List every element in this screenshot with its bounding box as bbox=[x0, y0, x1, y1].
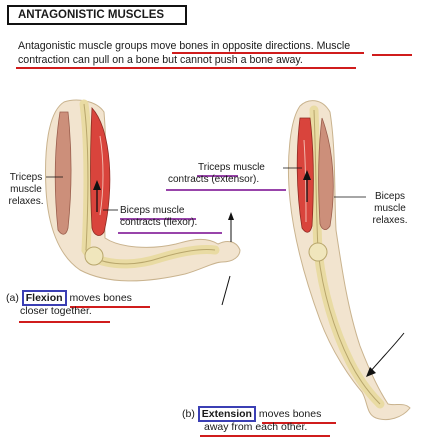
triceps-fiber-b bbox=[303, 139, 307, 223]
biceps-contracts-label-a: Biceps muscle contracts (flexor). bbox=[120, 205, 197, 229]
extension-caption-prefix: (b) bbox=[182, 408, 195, 420]
contraction-arrowhead-a bbox=[93, 180, 101, 190]
biceps-muscle-a bbox=[90, 107, 111, 236]
flexed-arm-illustration bbox=[45, 99, 241, 306]
triceps-contracts-label-b: Triceps muscle contracts (extensor). bbox=[168, 162, 265, 186]
biceps-fiber-a bbox=[99, 135, 104, 216]
movement-arrowhead-b bbox=[366, 367, 376, 377]
triceps-label-a-line3: relaxes. bbox=[8, 196, 44, 207]
extension-term: Extension bbox=[197, 406, 256, 422]
extension-caption-line2: away from each other. bbox=[204, 421, 308, 433]
intro-highlight-opposite: move bones in opposite directions bbox=[150, 40, 311, 52]
extension-caption-rest: moves bones bbox=[258, 408, 322, 420]
flexion-caption-line2: closer together. bbox=[20, 305, 92, 317]
triceps-muscle-a bbox=[54, 111, 72, 235]
extended-arm-bone-outline bbox=[313, 109, 381, 405]
intro-line-1: Antagonistic muscle groups move bones in… bbox=[18, 40, 350, 53]
intro-text-a: Antagonistic muscle groups bbox=[18, 40, 151, 52]
intro-line-2: contraction can pull on a bone but canno… bbox=[18, 54, 303, 67]
triceps-label-a-line1: Triceps bbox=[9, 172, 43, 183]
flexion-caption-prefix: (a) bbox=[6, 292, 19, 304]
biceps-label-b-line3: relaxes. bbox=[372, 215, 408, 226]
flexion-caption-rest: moves bones bbox=[69, 292, 132, 304]
flexion-term: Flexion bbox=[21, 290, 67, 306]
biceps-label-a-line2: contracts (flexor). bbox=[120, 217, 198, 228]
contraction-arrowhead-b bbox=[303, 170, 311, 180]
elbow-joint-b bbox=[308, 242, 328, 262]
title: ANTAGONISTIC MUSCLES bbox=[18, 9, 165, 21]
biceps-label-b-line1: Biceps bbox=[374, 191, 405, 202]
biceps-label-b-line2: muscle bbox=[374, 203, 406, 214]
annotation-underlines bbox=[16, 52, 412, 437]
intro-text-muscle: Muscle bbox=[316, 40, 351, 52]
flexion-caption: (a) Flexion moves bones closer together. bbox=[6, 290, 132, 317]
extended-arm-illustration bbox=[283, 100, 411, 421]
movement-line-a bbox=[221, 275, 231, 306]
triceps-relaxes-label-a: Triceps muscle relaxes. bbox=[4, 172, 48, 208]
extension-caption: (b) Extension moves bones away from each… bbox=[182, 406, 322, 433]
title-box: ANTAGONISTIC MUSCLES bbox=[7, 5, 187, 25]
elbow-joint-a bbox=[84, 246, 104, 266]
triceps-label-b-line1: Triceps muscle bbox=[198, 162, 265, 173]
biceps-muscle-b bbox=[318, 117, 334, 230]
triceps-label-a-line2: muscle bbox=[10, 184, 42, 195]
movement-arrow-b bbox=[369, 332, 405, 373]
intro-text-period: . bbox=[310, 40, 317, 52]
biceps-label-a-line1: Biceps muscle bbox=[120, 205, 185, 216]
triceps-label-b-line2: contracts (extensor). bbox=[168, 174, 260, 185]
biceps-relaxes-label-b: Biceps muscle relaxes. bbox=[364, 191, 416, 227]
movement-arrowhead-a bbox=[228, 212, 234, 220]
intro-line-2-text: contraction can pull on a bone but canno… bbox=[18, 54, 303, 66]
